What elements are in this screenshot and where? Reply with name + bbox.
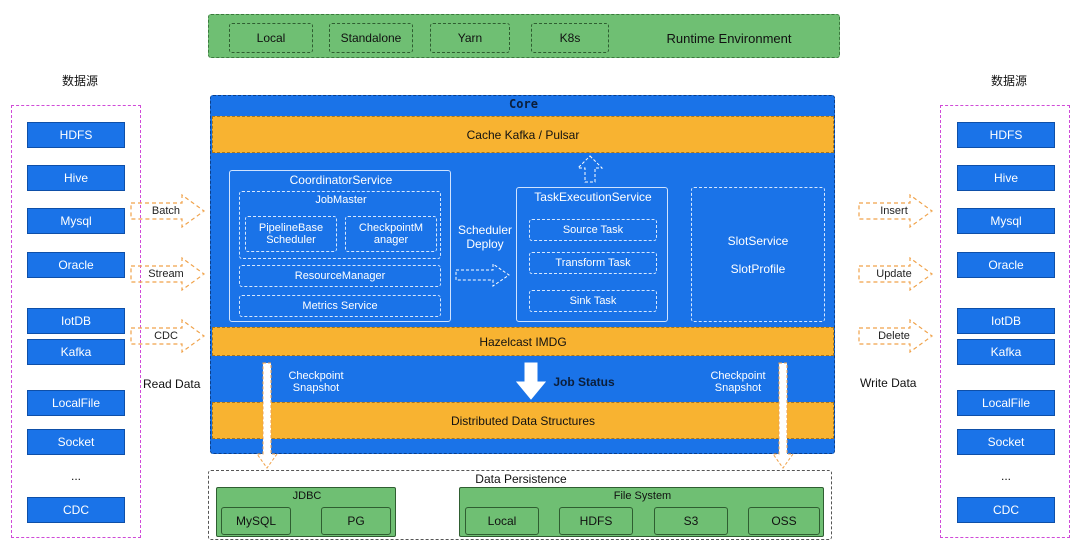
fs-hdfs: HDFS [559,507,633,535]
delete-label: Delete [878,330,910,342]
left-source-hdfs: HDFS [27,122,125,148]
right-source-localfile: LocalFile [957,390,1055,416]
task-execution-service-box: TaskExecutionService Source Task Transfo… [516,187,668,322]
file-system-title: File System [613,490,672,502]
hazelcast-imdg-bar: Hazelcast IMDG [212,327,834,356]
checkpoint-snapshot-left-label: Checkpoint Snapshot [277,367,355,397]
delete-arrow [858,319,934,353]
coordinator-service-title: CoordinatorService [289,173,393,187]
right-source-oracle: Oracle [957,252,1055,278]
data-persistence-box: Data Persistence JDBC MySQL PG File Syst… [208,470,832,540]
insert-arrow [858,194,934,228]
runtime-k8s: K8s [531,23,609,53]
left-source-panel: HDFS Hive Mysql Oracle IotDB Kafka Local… [11,105,141,538]
jdbc-group: JDBC MySQL PG [216,487,396,537]
source-task-box: Source Task [529,219,657,241]
left-source-kafka: Kafka [27,339,125,365]
left-source-ellipsis: ... [70,469,81,483]
left-source-localfile: LocalFile [27,390,125,416]
checkpoint-manager-line2: anager [373,234,409,246]
core-panel: Core Cache Kafka / Pulsar CoordinatorSer… [210,95,835,454]
fs-local: Local [465,507,539,535]
stream-label: Stream [148,268,184,280]
left-source-oracle: Oracle [27,252,125,278]
checkpoint-right-down-arrow [772,362,794,469]
read-data-label: Read Data [143,377,201,391]
left-source-cdc: CDC [27,497,125,523]
slot-service-label: SlotService [727,233,789,248]
checkpoint-left-line1: Checkpoint [288,370,344,382]
slot-service-box: SlotService SlotProfile [691,187,825,322]
right-source-ellipsis: ... [1000,469,1011,483]
checkpoint-snapshot-right-label: Checkpoint Snapshot [699,367,777,397]
transform-task-box: Transform Task [529,252,657,274]
right-source-kafka: Kafka [957,339,1055,365]
scheduler-deploy-line2: Deploy [466,237,504,251]
distributed-data-structures-bar: Distributed Data Structures [212,402,834,439]
right-source-title: 数据源 [990,73,1027,88]
sink-task-box: Sink Task [529,290,657,312]
batch-arrow [130,194,206,228]
runtime-standalone: Standalone [329,23,413,53]
jdbc-mysql: MySQL [221,507,291,535]
right-source-panel: HDFS Hive Mysql Oracle IotDB Kafka Local… [940,105,1070,538]
scheduler-deploy-line1: Scheduler [457,223,513,237]
runtime-yarn: Yarn [430,23,510,53]
fs-oss: OSS [748,507,820,535]
jdbc-pg: PG [321,507,391,535]
right-source-socket: Socket [957,429,1055,455]
right-source-hive: Hive [957,165,1055,191]
slot-profile-label: SlotProfile [730,261,786,276]
data-persistence-title: Data Persistence [475,472,567,486]
cdc-arrow [130,319,206,353]
insert-label: Insert [880,205,908,217]
checkpoint-manager-line1: CheckpointM [358,222,424,234]
jdbc-title: JDBC [292,490,322,502]
file-system-group: File System Local HDFS S3 OSS [459,487,824,537]
checkpoint-right-line1: Checkpoint [710,370,766,382]
resource-manager-box: ResourceManager [239,265,441,287]
scheduler-deploy-arrow [455,263,510,287]
write-data-label: Write Data [860,376,917,390]
checkpoint-right-line2: Snapshot [714,382,762,394]
left-source-title: 数据源 [61,73,98,88]
cache-kafka-pulsar-bar: Cache Kafka / Pulsar [212,116,834,153]
cdc-label: CDC [154,330,178,342]
right-source-hdfs: HDFS [957,122,1055,148]
right-source-cdc: CDC [957,497,1055,523]
right-source-mysql: Mysql [957,208,1055,234]
runtime-label: Runtime Environment [666,30,792,46]
left-source-socket: Socket [27,429,125,455]
fs-s3: S3 [654,507,728,535]
core-title: Core [509,97,538,111]
left-source-mysql: Mysql [27,208,125,234]
task-execution-service-title: TaskExecutionService [534,190,652,204]
runtime-local: Local [229,23,313,53]
metrics-service-box: Metrics Service [239,295,441,317]
runtime-environment-bar: Local Standalone Yarn K8s Runtime Enviro… [208,14,840,58]
update-label: Update [876,268,912,280]
jobmaster-box: JobMaster PipelineBase Scheduler Checkpo… [239,191,441,259]
job-status-down-arrow [516,362,546,400]
left-source-hive: Hive [27,165,125,191]
update-arrow [858,257,934,291]
jobmaster-title: JobMaster [315,194,367,206]
job-status-label: Job Status [553,375,615,389]
pipeline-scheduler-line1: PipelineBase [258,222,324,234]
stream-arrow [130,257,206,291]
pipeline-scheduler-line2: Scheduler [266,234,316,246]
pipeline-scheduler-box: PipelineBase Scheduler [245,216,337,252]
batch-label: Batch [151,205,181,217]
scheduler-deploy-label: Scheduler Deploy [453,220,517,254]
up-arrow [576,155,604,183]
checkpoint-manager-box: CheckpointM anager [345,216,437,252]
right-source-iotdb: IotDB [957,308,1055,334]
left-source-iotdb: IotDB [27,308,125,334]
checkpoint-left-line2: Snapshot [292,382,340,394]
coordinator-service-box: CoordinatorService JobMaster PipelineBas… [229,170,451,322]
checkpoint-left-down-arrow [256,362,278,469]
